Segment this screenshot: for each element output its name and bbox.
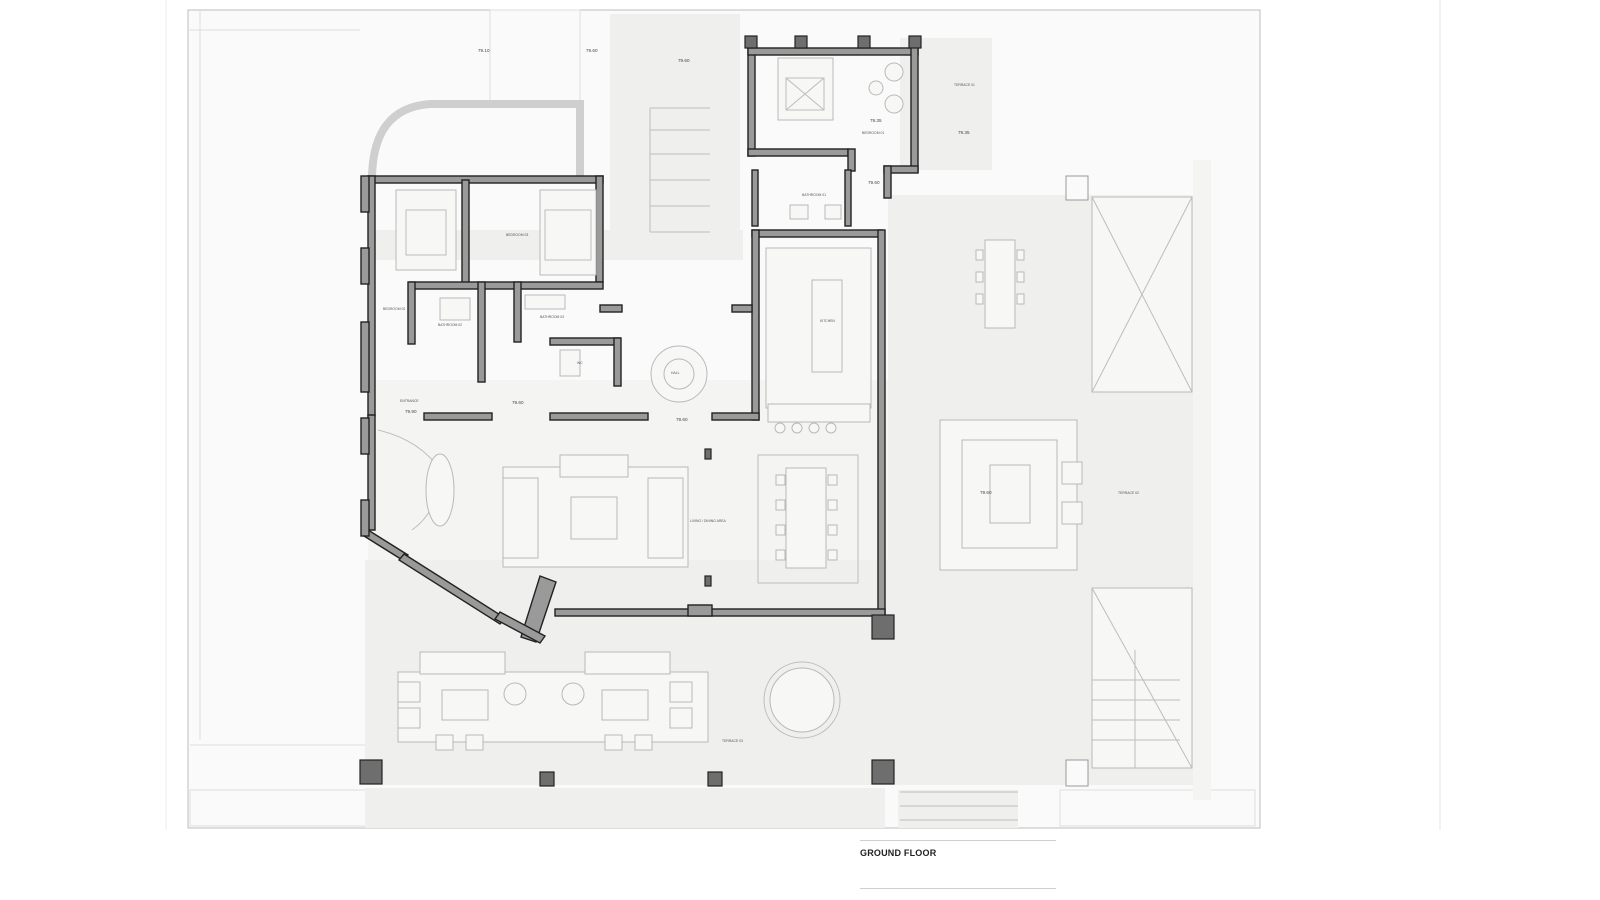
level-markers: 79.10 79.60 79.60 79.35 79.35 79.60 79.9… bbox=[405, 48, 992, 495]
level-courtyard: 79.60 bbox=[678, 58, 690, 63]
garden-curved-wall bbox=[368, 100, 584, 181]
pillars bbox=[359, 175, 1089, 787]
label-entry: ENTRANCE bbox=[400, 399, 419, 403]
label-terrace-e: TERRACE 02 bbox=[1118, 491, 1139, 495]
sheet-title: GROUND FLOOR bbox=[860, 848, 937, 858]
room-labels: BEDROOM 01 BEDROOM 02 BEDROOM 03 BATHROO… bbox=[383, 83, 1139, 743]
courtyard-steps bbox=[649, 107, 710, 233]
level-terrace-ne: 79.35 bbox=[958, 130, 970, 135]
furniture bbox=[377, 57, 1193, 821]
label-bedroom-2: BEDROOM 02 bbox=[383, 307, 405, 311]
label-terrace-ne: TERRACE 01 bbox=[954, 83, 975, 87]
label-bath-2: BATHROOM 02 bbox=[438, 323, 462, 327]
level-top-left-b: 79.60 bbox=[586, 48, 598, 53]
title-rule-top bbox=[860, 840, 1056, 841]
dining-chairs bbox=[775, 474, 838, 561]
label-kitchen: KITCHEN bbox=[820, 319, 835, 323]
label-hall: HALL bbox=[671, 371, 680, 375]
se-stair bbox=[1092, 650, 1180, 768]
level-living: 79.60 bbox=[676, 417, 688, 422]
level-terrace-e: 79.60 bbox=[980, 490, 992, 495]
label-bedroom-master: BEDROOM 01 bbox=[862, 131, 884, 135]
label-bedroom-3: BEDROOM 03 bbox=[506, 233, 528, 237]
label-bath-1: BATHROOM 01 bbox=[802, 193, 826, 197]
label-terrace-s: TERRACE 03 bbox=[722, 739, 743, 743]
level-top-left-a: 79.10 bbox=[478, 48, 490, 53]
label-living: LIVING / DINING AREA bbox=[690, 519, 727, 523]
level-hall-a: 79.90 bbox=[405, 409, 417, 414]
terrace-dining-chairs bbox=[975, 249, 1025, 305]
level-master: 79.35 bbox=[870, 118, 882, 123]
label-bath-3: BATHROOM 03 bbox=[540, 315, 564, 319]
entrance-steps bbox=[900, 791, 1018, 821]
level-bath-ne: 79.60 bbox=[868, 180, 880, 185]
label-wc: WC bbox=[577, 361, 583, 365]
level-hall-b: 79.60 bbox=[512, 400, 524, 405]
walls bbox=[360, 35, 922, 644]
title-rule-bottom bbox=[860, 888, 1056, 889]
